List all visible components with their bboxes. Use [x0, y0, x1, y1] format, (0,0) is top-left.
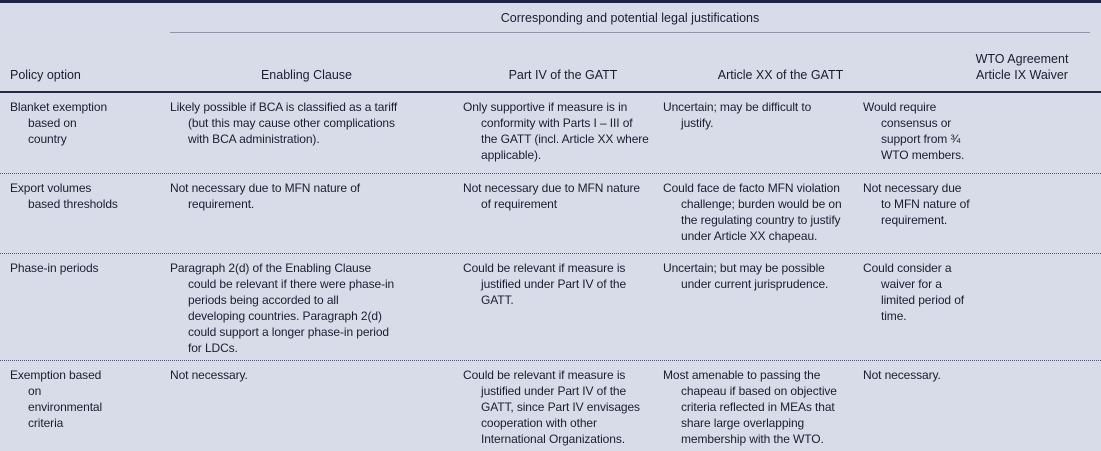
- cell-enabling-clause: Likely possible if BCA is classified as …: [170, 100, 398, 146]
- cell-enabling-clause: Not necessary.: [170, 368, 248, 382]
- cell-policy-option: Exemption based on environmental criteri…: [10, 368, 103, 430]
- cell-enabling-clause: Not necessary due to MFN nature of requi…: [170, 181, 361, 211]
- table-top-border: [0, 0, 1101, 3]
- cell-policy-option: Phase-in periods: [10, 261, 99, 275]
- table-row-environmental-exemption: Exemption based on environmental criteri…: [0, 361, 1101, 451]
- table-row-blanket-exemption: Blanket exemption based on country Likel…: [0, 93, 1101, 174]
- column-header-row: Policy option Enabling Clause Part IV of…: [0, 33, 1101, 93]
- cell-part-iv-gatt: Only supportive if measure is in conform…: [463, 100, 649, 162]
- cell-article-xx-gatt: Could face de facto MFN violation challe…: [663, 181, 842, 243]
- cell-article-xx-gatt: Uncertain; may be difficult to justify.: [663, 100, 812, 130]
- spanner-row: Corresponding and potential legal justif…: [0, 3, 1101, 33]
- col-header-wto-waiver: WTO Agreement Article IX Waiver: [975, 52, 1069, 82]
- cell-part-iv-gatt: Could be relevant if measure is justifie…: [463, 261, 627, 307]
- cell-policy-option: Export volumes based thresholds: [10, 181, 118, 211]
- cell-enabling-clause: Paragraph 2(d) of the Enabling Clause co…: [170, 261, 395, 355]
- col-header-enabling-clause: Enabling Clause: [260, 68, 353, 82]
- cell-policy-option: Blanket exemption based on country: [10, 100, 108, 146]
- cell-article-xx-gatt: Most amenable to passing the chapeau if …: [663, 368, 837, 446]
- cell-part-iv-gatt: Not necessary due to MFN nature of requi…: [463, 181, 640, 211]
- cell-part-iv-gatt: Could be relevant if measure is justifie…: [463, 368, 640, 446]
- spanner-header: Corresponding and potential legal justif…: [170, 10, 1090, 33]
- cell-wto-waiver: Would require consensus or support from …: [863, 100, 965, 162]
- table-row-phase-in-periods: Phase-in periods Paragraph 2(d) of the E…: [0, 254, 1101, 361]
- cell-article-xx-gatt: Uncertain; but may be possible under cur…: [663, 261, 829, 291]
- table-row-export-volumes: Export volumes based thresholds Not nece…: [0, 174, 1101, 254]
- cell-wto-waiver: Not necessary.: [863, 368, 941, 382]
- col-header-part-iv-gatt: Part IV of the GATT: [508, 68, 618, 82]
- cell-wto-waiver: Could consider a waiver for a limited pe…: [863, 261, 965, 323]
- cell-wto-waiver: Not necessary due to MFN nature of requi…: [863, 181, 970, 227]
- col-header-article-xx-gatt: Article XX of the GATT: [717, 68, 844, 82]
- col-header-policy-option: Policy option: [10, 68, 81, 82]
